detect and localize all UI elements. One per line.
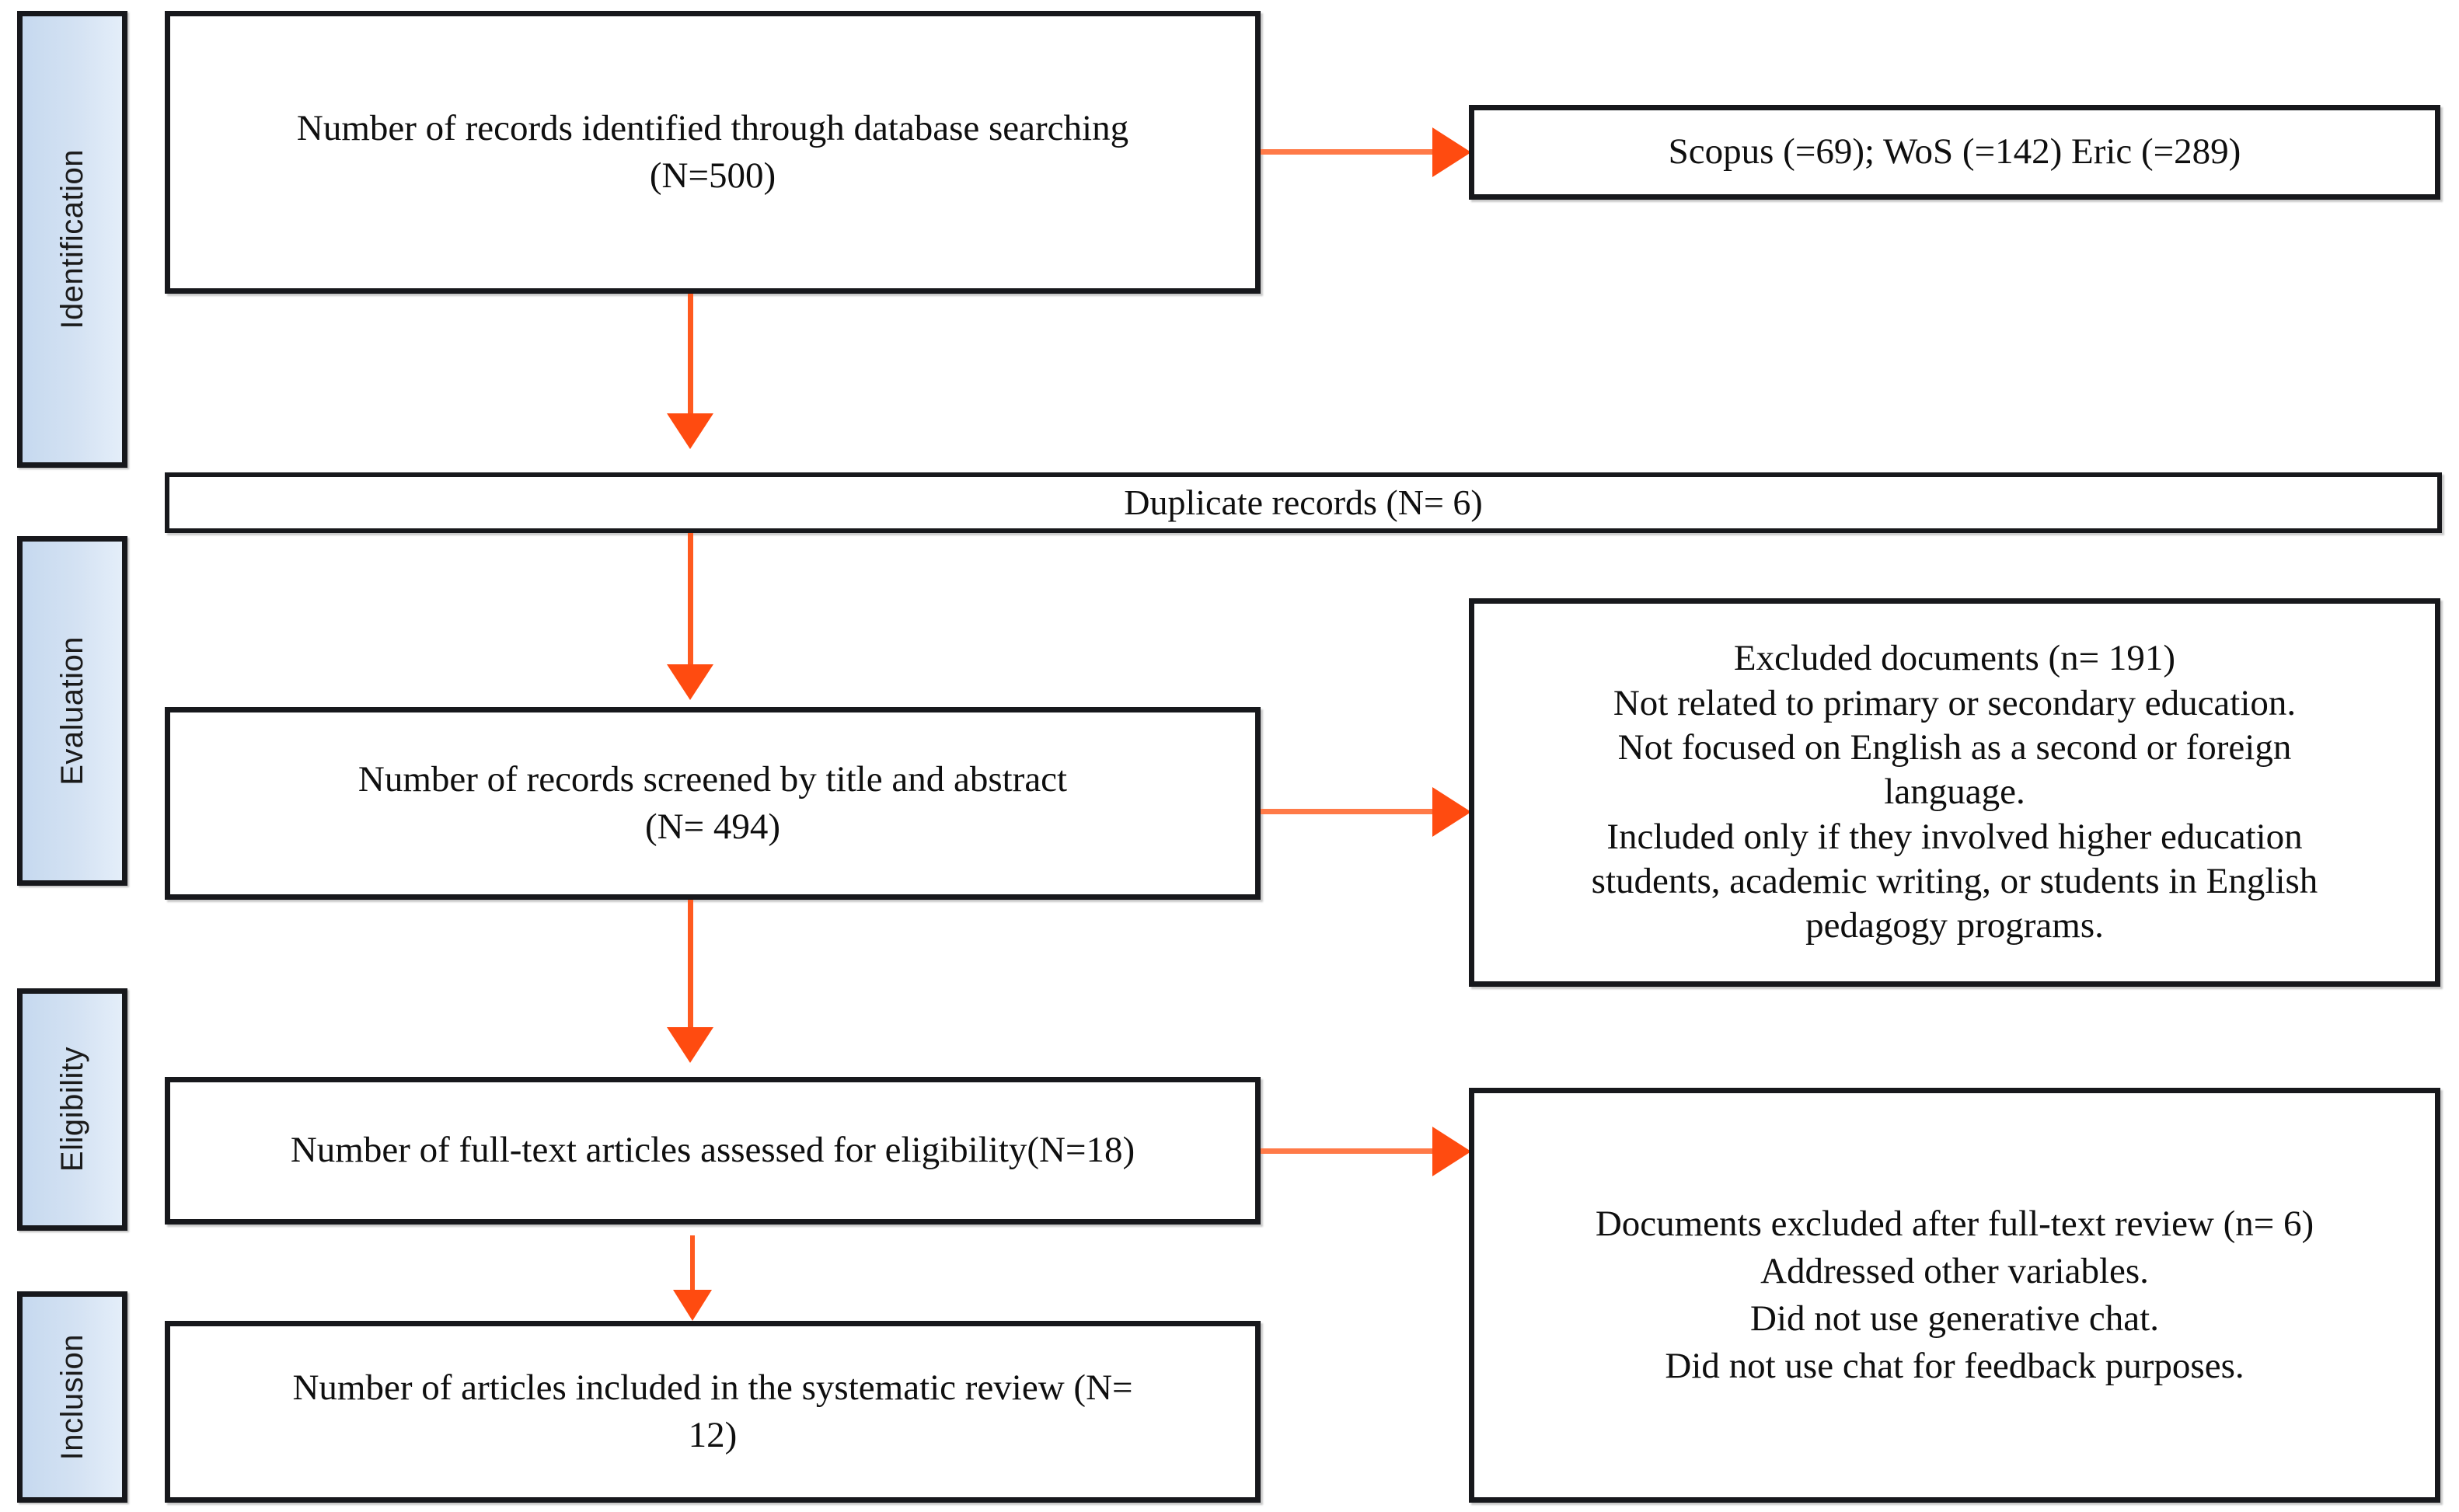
arrowhead-fulltext-to-excluded [1432,1127,1471,1176]
phase-inclusion: Inclusion [17,1291,127,1503]
box-records-identified-text: Number of records identified through dat… [296,107,1129,196]
phase-eligibility: Eligibility [17,988,127,1231]
phase-evaluation: Evaluation [17,536,127,886]
box-fulltext-assessed-text: Number of full-text articles assessed fo… [290,1130,1135,1171]
box-databases-text: Scopus (=69); WoS (=142) Eric (=289) [1668,131,2241,172]
box-duplicate-records-text: Duplicate records (N= 6) [1124,483,1483,523]
phase-identification: Identification [17,11,127,468]
phase-identification-label: Identification [55,149,89,329]
arrowhead-identified-to-duplicates [667,413,713,449]
box-articles-included: Number of articles included in the syste… [165,1321,1261,1503]
box-articles-included-text: Number of articles included in the syste… [292,1367,1133,1455]
arrowhead-duplicates-to-screened [667,664,713,700]
connector-fulltext-to-excluded [1261,1148,1455,1154]
arrowhead-fulltext-to-included [673,1290,712,1321]
arrowhead-screened-to-fulltext [667,1027,713,1063]
box-duplicate-records: Duplicate records (N= 6) [165,472,2442,533]
phase-evaluation-label: Evaluation [55,636,89,786]
box-records-screened-text: Number of records screened by title and … [358,758,1068,847]
box-fulltext-assessed: Number of full-text articles assessed fo… [165,1077,1261,1225]
box-excluded-fulltext: Documents excluded after full-text revie… [1469,1088,2440,1503]
box-excluded-screening: Excluded documents (n= 191) Not related … [1469,598,2440,987]
box-records-identified: Number of records identified through dat… [165,11,1261,294]
connector-fulltext-to-included [690,1235,695,1298]
box-records-screened: Number of records screened by title and … [165,707,1261,900]
arrowhead-identified-to-databases [1432,127,1471,177]
connector-screened-to-fulltext [688,900,693,1032]
connector-identified-to-duplicates [688,294,693,418]
box-excluded-fulltext-text: Documents excluded after full-text revie… [1595,1203,2314,1387]
arrowhead-screened-to-excluded [1432,787,1471,837]
box-databases: Scopus (=69); WoS (=142) Eric (=289) [1469,105,2440,200]
connector-identified-to-databases [1261,149,1455,155]
box-excluded-screening-text: Excluded documents (n= 191) Not related … [1591,638,2318,946]
phase-inclusion-label: Inclusion [55,1333,89,1461]
phase-eligibility-label: Eligibility [55,1047,89,1172]
connector-duplicates-to-screened [688,533,693,669]
connector-screened-to-excluded [1261,809,1455,814]
